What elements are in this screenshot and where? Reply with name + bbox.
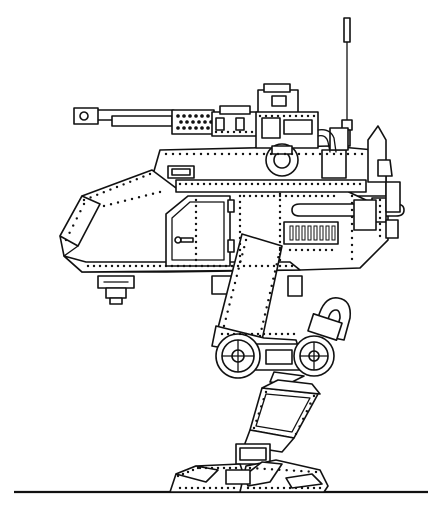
- rivets: [64, 114, 382, 490]
- rear-armour: [321, 125, 401, 239]
- knee-assembly: [215, 333, 335, 379]
- turret-gun: [73, 83, 337, 177]
- foot: [169, 459, 329, 493]
- ankle: [235, 443, 271, 465]
- piston-hose: [307, 297, 352, 341]
- antenna: [341, 17, 353, 147]
- chin-sensor: [97, 275, 303, 305]
- radiator-grille: [283, 221, 339, 245]
- shin: [243, 371, 321, 453]
- side-hatch: [165, 195, 235, 267]
